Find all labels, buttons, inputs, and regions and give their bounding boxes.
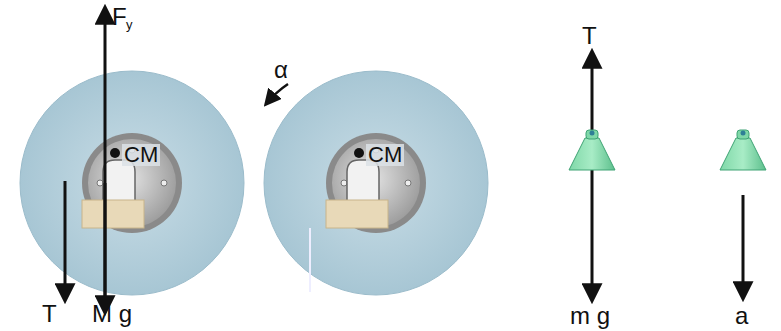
subscript: y <box>126 18 133 31</box>
mass-free-body <box>569 52 615 300</box>
force-label: F <box>112 5 127 29</box>
pulley-free-body <box>20 8 244 312</box>
angular-accel-arrow <box>266 84 288 104</box>
force-label: M g <box>92 302 132 326</box>
force-label: m g <box>570 304 610 328</box>
center-of-mass-label: CM <box>366 144 404 166</box>
center-of-mass-label: CM <box>122 144 160 166</box>
mass-kinetic <box>720 130 766 298</box>
force-label: T <box>582 24 597 48</box>
pulley-kinetic <box>264 71 488 295</box>
force-label: T <box>42 302 57 326</box>
angular-accel-label: α <box>274 58 288 82</box>
accel-label: a <box>735 304 748 328</box>
